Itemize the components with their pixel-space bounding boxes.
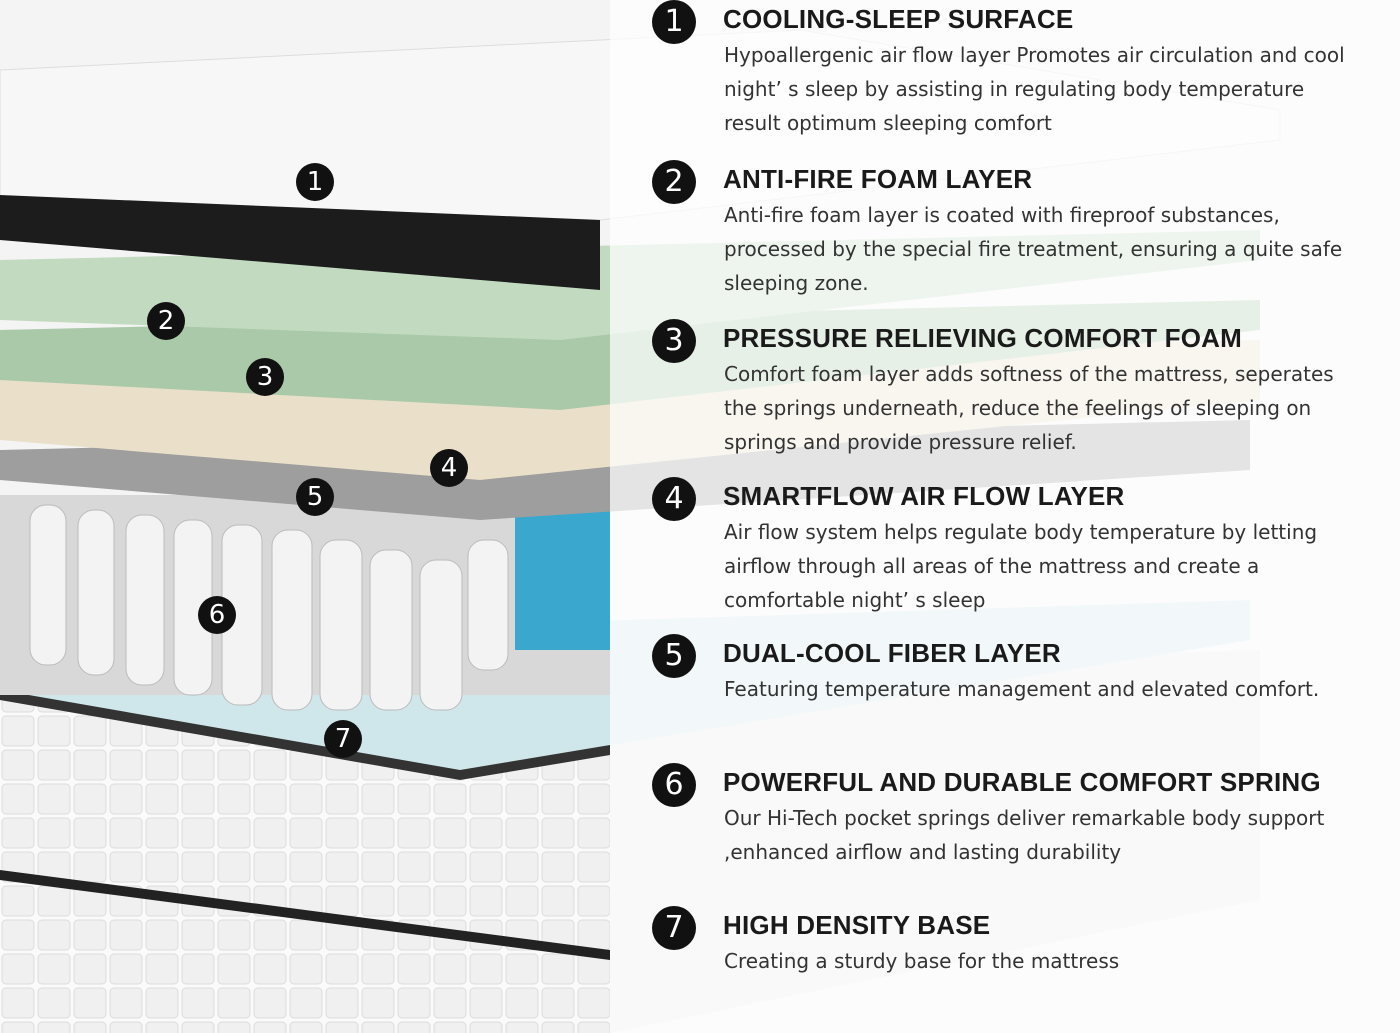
text-overlay-panel (610, 0, 1400, 1033)
feature-title: DUAL-COOL FIBER LAYER (723, 638, 1061, 668)
feature-title: HIGH DENSITY BASE (723, 910, 991, 940)
number-badge: 2 (652, 160, 696, 204)
layer-marker-4: 4 (430, 449, 468, 487)
feature-description: Our Hi-Tech pocket springs deliver remar… (724, 806, 1325, 864)
number-badge: 7 (652, 906, 696, 950)
feature-title: POWERFUL AND DURABLE COMFORT SPRING (723, 767, 1321, 797)
number-badge: 3 (652, 319, 696, 363)
feature-anti-fire-foam: 2 ANTI-FIRE FOAM LAYER Anti-fire foam la… (652, 160, 1392, 300)
feature-title: SMARTFLOW AIR FLOW LAYER (723, 481, 1125, 511)
feature-title: PRESSURE RELIEVING COMFORT FOAM (723, 323, 1243, 353)
feature-dual-cool-fiber: 5 DUAL-COOL FIBER LAYER Featuring temper… (652, 634, 1392, 706)
layer-marker-7: 7 (324, 720, 362, 758)
feature-smartflow-layer: 4 SMARTFLOW AIR FLOW LAYER Air flow syst… (652, 477, 1392, 617)
feature-description: Featuring temperature management and ele… (724, 677, 1320, 701)
layer-marker-5: 5 (296, 478, 334, 516)
feature-description: Hypoallergenic air flow layer Promotes a… (724, 43, 1345, 135)
feature-title: ANTI-FIRE FOAM LAYER (723, 164, 1033, 194)
feature-description: Creating a sturdy base for the mattress (724, 949, 1120, 973)
feature-title: COOLING-SLEEP SURFACE (723, 4, 1074, 34)
feature-description: Air flow system helps regulate body temp… (724, 520, 1318, 612)
layer-marker-2: 2 (147, 302, 185, 340)
number-badge: 1 (652, 0, 696, 44)
number-badge: 6 (652, 763, 696, 807)
feature-high-density-base: 7 HIGH DENSITY BASE Creating a sturdy ba… (652, 906, 1392, 978)
layer-marker-6: 6 (198, 596, 236, 634)
feature-description: Comfort foam layer adds softness of the … (724, 362, 1334, 454)
feature-cooling-sleep-surface: 1 COOLING-SLEEP SURFACE Hypoallergenic a… (652, 0, 1392, 140)
feature-comfort-spring: 6 POWERFUL AND DURABLE COMFORT SPRING Ou… (652, 763, 1392, 869)
layer-marker-3: 3 (246, 358, 284, 396)
number-badge: 5 (652, 634, 696, 678)
feature-comfort-foam: 3 PRESSURE RELIEVING COMFORT FOAM Comfor… (652, 319, 1392, 459)
number-badge: 4 (652, 477, 696, 521)
feature-description: Anti-fire foam layer is coated with fire… (724, 203, 1343, 295)
layer-marker-1: 1 (296, 163, 334, 201)
